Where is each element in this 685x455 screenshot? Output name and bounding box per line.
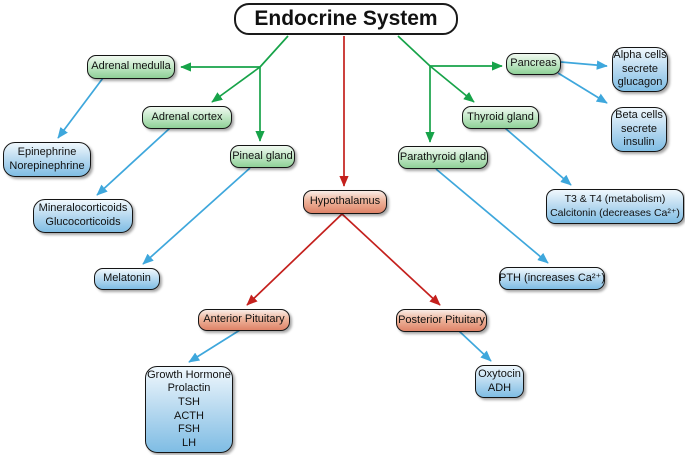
node-label-line: ACTH <box>174 409 204 422</box>
edge-to-beta-cells <box>557 72 608 104</box>
node-label: Hypothalamus <box>309 195 381 208</box>
node-label-line: T3 & T4 (metabolism) <box>564 193 666 206</box>
node-corticoids: Mineralocorticoids Glucocorticoids <box>33 199 133 233</box>
node-thyroid-gland: Thyroid gland <box>462 106 539 129</box>
edge-to-anterior-hormones <box>188 329 241 363</box>
edge-to-pth <box>435 168 549 264</box>
edge-to-melatonin <box>142 167 251 265</box>
node-melatonin: Melatonin <box>94 268 160 290</box>
diagram-title-label: Endocrine System <box>254 6 438 30</box>
node-pancreas: Pancreas <box>506 53 561 75</box>
node-anterior-pituitary: Anterior Pituitary <box>198 309 290 331</box>
node-label-line: secrete <box>620 122 658 135</box>
node-label-line: insulin <box>623 136 655 149</box>
edge-to-adrenal-cortex <box>211 66 261 103</box>
node-label: Pineal gland <box>232 149 293 162</box>
edge-title-right-junction <box>397 35 431 67</box>
edge-to-epinephrine <box>57 77 104 139</box>
node-label-line: glucagon <box>617 76 663 89</box>
node-label-line: Glucocorticoids <box>45 216 121 228</box>
node-label-line: Growth Hormone <box>147 368 231 381</box>
node-pth: PTH (increases Ca²⁺) <box>499 267 605 290</box>
diagram-title: Endocrine System <box>234 3 458 35</box>
node-beta-cells: Beta cells secrete insulin <box>611 107 667 152</box>
node-label-line: Epinephrine <box>17 145 77 158</box>
node-anterior-hormones: Growth Hormone Prolactin TSH ACTH FSH LH <box>145 366 233 453</box>
node-label: Posterior Pituitary <box>398 313 485 326</box>
node-label-line: Norepinephrine <box>9 159 85 172</box>
node-label-line: ADH <box>487 381 512 394</box>
edge-title-left-junction <box>259 35 289 68</box>
node-alpha-cells: Alpha cells secrete glucagon <box>612 47 668 92</box>
node-label-line: FSH <box>178 423 200 436</box>
node-label: Adrenal medulla <box>91 60 171 73</box>
node-posterior-pituitary: Posterior Pituitary <box>396 309 487 332</box>
node-label: Melatonin <box>103 272 151 285</box>
node-label-line: Oxytocin <box>478 367 521 380</box>
edge-to-thyroid-gland <box>429 65 475 103</box>
edge-to-posterior-hormones <box>458 330 492 362</box>
node-posterior-hormones: Oxytocin ADH <box>475 365 524 398</box>
node-label: PTH (increases Ca²⁺) <box>498 271 606 284</box>
node-label: Anterior Pituitary <box>203 313 285 326</box>
node-thyroid-hormones: T3 & T4 (metabolism) Calcitonin (decreas… <box>546 189 684 224</box>
node-hypothalamus: Hypothalamus <box>303 190 387 214</box>
node-label-line: Prolactin <box>167 382 211 395</box>
node-pineal-gland: Pineal gland <box>230 145 295 168</box>
node-label-line: Alpha cells <box>613 49 667 62</box>
node-parathyroid-gland: Parathyroid gland <box>398 146 488 169</box>
node-label-line: Beta cells <box>615 109 663 122</box>
edge-to-thyroid-hormones <box>504 127 572 186</box>
edge-to-corticoids <box>96 127 171 196</box>
edge-to-anterior-pituitary <box>246 213 343 306</box>
edge-to-posterior-pituitary <box>341 213 441 306</box>
edge-to-alpha-cells <box>560 60 608 70</box>
node-label-line: Calcitonin (decreases Ca²⁺) <box>550 206 680 219</box>
node-label: Parathyroid gland <box>399 150 487 163</box>
node-label-line: TSH <box>178 395 200 408</box>
node-label: Thyroid gland <box>467 110 534 123</box>
node-label-line: LH <box>181 436 197 449</box>
node-label-line: Mineralocorticoids <box>38 202 128 215</box>
node-label-line: secrete <box>621 62 659 75</box>
node-adrenal-cortex: Adrenal cortex <box>142 106 232 129</box>
node-adrenal-medulla: Adrenal medulla <box>87 55 175 79</box>
node-label: Adrenal cortex <box>151 110 223 123</box>
node-label: Pancreas <box>510 57 557 70</box>
node-epinephrine: Epinephrine Norepinephrine <box>3 142 91 177</box>
